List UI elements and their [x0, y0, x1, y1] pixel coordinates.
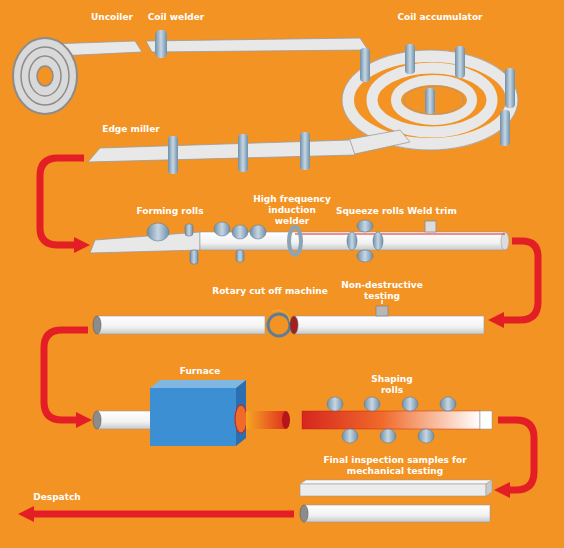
- part-label: Shaping rolls: [360, 374, 424, 396]
- part-label: Edge miller: [96, 124, 166, 135]
- part-label: Non-destructive testing: [335, 280, 429, 302]
- part-label: Coil accumulator: [385, 12, 495, 23]
- part-label: Despatch: [22, 492, 92, 503]
- part-label: Rotary cut off machine: [205, 286, 335, 297]
- part-label: High frequency induction welder: [250, 194, 334, 227]
- part-label: Coil welder: [140, 12, 212, 23]
- part-label: Weld trim: [402, 206, 462, 217]
- part-label: Final inspection samples for mechanical …: [320, 455, 470, 477]
- part-label: Squeeze rolls: [335, 206, 405, 217]
- part-label: Uncoiler: [82, 12, 142, 23]
- part-label: Furnace: [170, 366, 230, 377]
- part-label: Forming rolls: [130, 206, 210, 217]
